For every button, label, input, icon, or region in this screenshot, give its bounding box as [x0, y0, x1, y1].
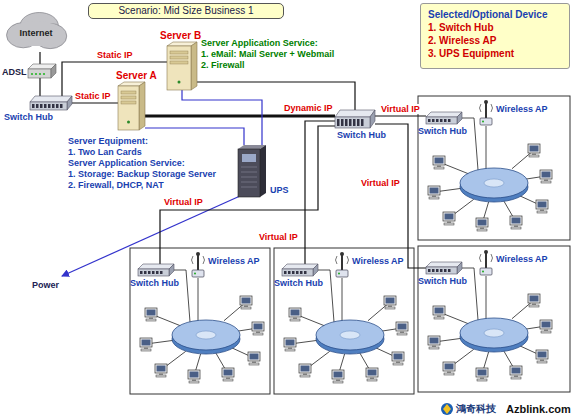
service-note: Server Application Service: — [201, 38, 318, 49]
modem-icon-shape — [28, 64, 56, 78]
server-icon: Server A — [118, 82, 145, 130]
server-icon: Server B — [167, 42, 197, 90]
switch-icon: Switch Hub — [282, 264, 318, 276]
wireless-ap-icon: Wireless AP — [480, 250, 492, 276]
link-label: Virtual IP — [360, 178, 401, 188]
device-label: Wireless AP — [208, 256, 260, 266]
device-list-box: Selected/Optional Device1. Switch Hub2. … — [420, 3, 570, 69]
switch-icon: Switch Hub — [335, 110, 375, 128]
device-label: Wireless AP — [496, 104, 548, 114]
lan-frame — [418, 96, 570, 240]
network-link — [72, 102, 118, 103]
network-link — [305, 121, 335, 264]
list-item: 1. Switch Hub — [428, 21, 562, 34]
wireless-ap-icon-shape — [480, 250, 492, 276]
equipment-note: 1. Two Lan Cards — [68, 147, 142, 158]
server-icon-shape — [167, 42, 197, 90]
switch-icon-shape — [426, 112, 462, 124]
switch-icon-shape — [138, 264, 174, 276]
link-label: Virtual IP — [258, 232, 299, 242]
link-label: Static IP — [74, 91, 112, 101]
wireless-ap-icon-shape — [192, 252, 204, 278]
device-label: Switch Hub — [274, 278, 323, 288]
server-icon-shape — [118, 82, 145, 130]
ups-icon: UPS — [238, 145, 266, 197]
device-label: UPS — [270, 185, 289, 195]
switch-icon-shape — [282, 264, 318, 276]
power-label: Power — [32, 280, 59, 291]
wireless-ap-icon: Wireless AP — [480, 100, 492, 126]
equipment-note: Server Application Service: — [68, 158, 185, 169]
device-label: Server A — [116, 70, 157, 81]
switch-icon-shape — [426, 262, 462, 274]
device-label: Switch Hub — [418, 276, 467, 286]
device-label: Wireless AP — [496, 254, 548, 264]
link-label: Dynamic IP — [283, 103, 334, 113]
wireless-ap-icon-shape — [336, 252, 348, 278]
lan-frame — [274, 248, 414, 394]
network-link — [39, 78, 40, 96]
device-label: Internet — [19, 28, 52, 38]
device-label: Switch Hub — [4, 112, 53, 122]
list-item: 2. Wireless AP — [428, 34, 562, 47]
network-link — [145, 115, 335, 118]
wireless-ap-icon-shape — [480, 100, 492, 126]
network-link — [182, 90, 262, 145]
device-label: Server B — [160, 30, 201, 41]
network-link — [39, 52, 40, 64]
switch-icon: Switch Hub — [426, 262, 462, 274]
switch-icon-shape — [30, 96, 72, 110]
company-logo — [441, 403, 453, 415]
switch-icon: Switch Hub — [138, 264, 174, 276]
device-label: Wireless AP — [352, 256, 404, 266]
website: Azblink.com — [506, 403, 571, 416]
service-note: 2. Firewall — [201, 60, 245, 71]
network-link — [375, 115, 426, 116]
device-label: Switch Hub — [337, 130, 386, 140]
device-label: ADSL — [2, 67, 27, 77]
title-box: Scenario: Mid Size Business 1 — [88, 3, 284, 19]
internet-cloud: Internet — [4, 10, 68, 52]
wireless-ap-icon: Wireless AP — [336, 252, 348, 278]
link-label: Static IP — [96, 50, 134, 60]
link-label: Virtual IP — [380, 104, 421, 114]
modem-icon: ADSL — [28, 64, 56, 78]
device-label: Switch Hub — [418, 126, 467, 136]
link-label: Virtual IP — [163, 197, 204, 207]
network-link — [160, 126, 335, 264]
title-text: Scenario: Mid Size Business 1 — [95, 5, 277, 17]
service-note: 1. eMail: Mail Server + Webmail — [201, 49, 334, 60]
lan-frame — [418, 246, 570, 392]
company-name: 鴻奇科技 — [456, 403, 496, 415]
equipment-note: 1. Storage: Backup Storage Server — [68, 169, 216, 180]
list-heading: Selected/Optional Device — [428, 8, 562, 21]
equipment-note: 2. Firewall, DHCP, NAT — [68, 180, 164, 191]
switch-icon: Switch Hub — [30, 96, 72, 110]
switch-icon-shape — [335, 110, 375, 128]
switch-icon: Switch Hub — [426, 112, 462, 124]
network-link — [375, 124, 426, 268]
list-item: 3. UPS Equipment — [428, 47, 562, 60]
wireless-ap-icon: Wireless AP — [192, 252, 204, 278]
lan-art — [140, 118, 552, 383]
network-link — [145, 128, 244, 145]
device-label: Switch Hub — [130, 278, 179, 288]
equipment-note: Server Equipment: — [68, 136, 148, 147]
lan-frame — [130, 248, 270, 394]
ups-icon-shape — [238, 145, 266, 197]
